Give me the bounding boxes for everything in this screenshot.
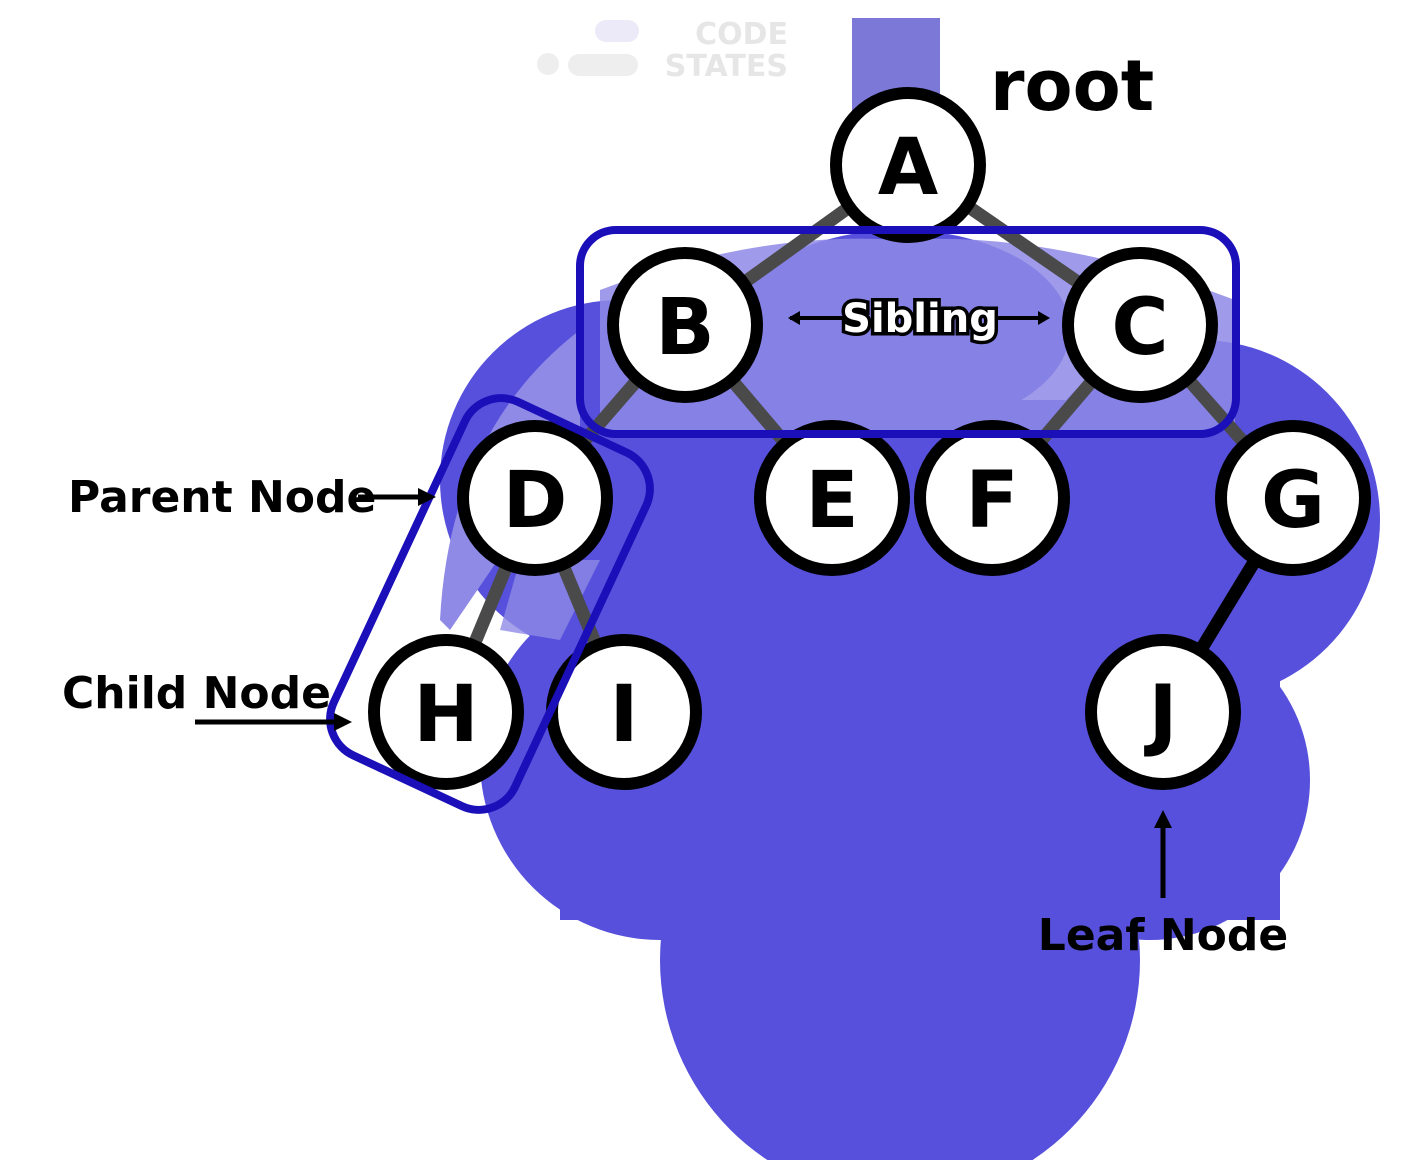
parent-node-arrowhead [418,488,436,506]
node-g: G [1215,420,1371,576]
node-d-label: D [503,456,568,546]
node-h: H [368,634,524,790]
logo-text-line2: STATES [665,49,788,84]
logo-text-line1: CODE [695,17,788,52]
code-states-logo: CODE STATES [537,17,788,84]
child-node-label: Child Node [62,668,331,719]
node-a: A [830,87,986,243]
parent-child-highlight-box [326,394,654,814]
tree-nodes: A B C D E F G H [368,87,1371,790]
sibling-highlight-box [576,226,1240,438]
node-j-label: J [1143,670,1177,760]
node-f: F [914,420,1070,576]
node-e: E [754,420,910,576]
node-a-label: A [878,123,938,213]
node-c: C [1062,247,1218,403]
node-f-label: F [965,456,1018,546]
sibling-label-group: Sibling [788,293,1050,346]
node-g-label: G [1261,456,1325,546]
child-node-arrowhead [334,713,352,731]
node-d: D [457,420,613,576]
parent-node-label: Parent Node [68,472,376,523]
leaf-node-label: Leaf Node [1038,910,1288,961]
node-h-label: H [413,670,478,760]
node-b-label: B [655,283,714,373]
sibling-label: Sibling [842,296,998,342]
root-label: root [990,45,1154,127]
leaf-node-arrowhead [1154,810,1172,828]
node-j: J [1085,634,1241,790]
node-i: I [546,634,702,790]
node-b: B [607,247,763,403]
node-e-label: E [805,456,858,546]
node-c-label: C [1111,283,1168,373]
node-i-label: I [609,670,638,760]
